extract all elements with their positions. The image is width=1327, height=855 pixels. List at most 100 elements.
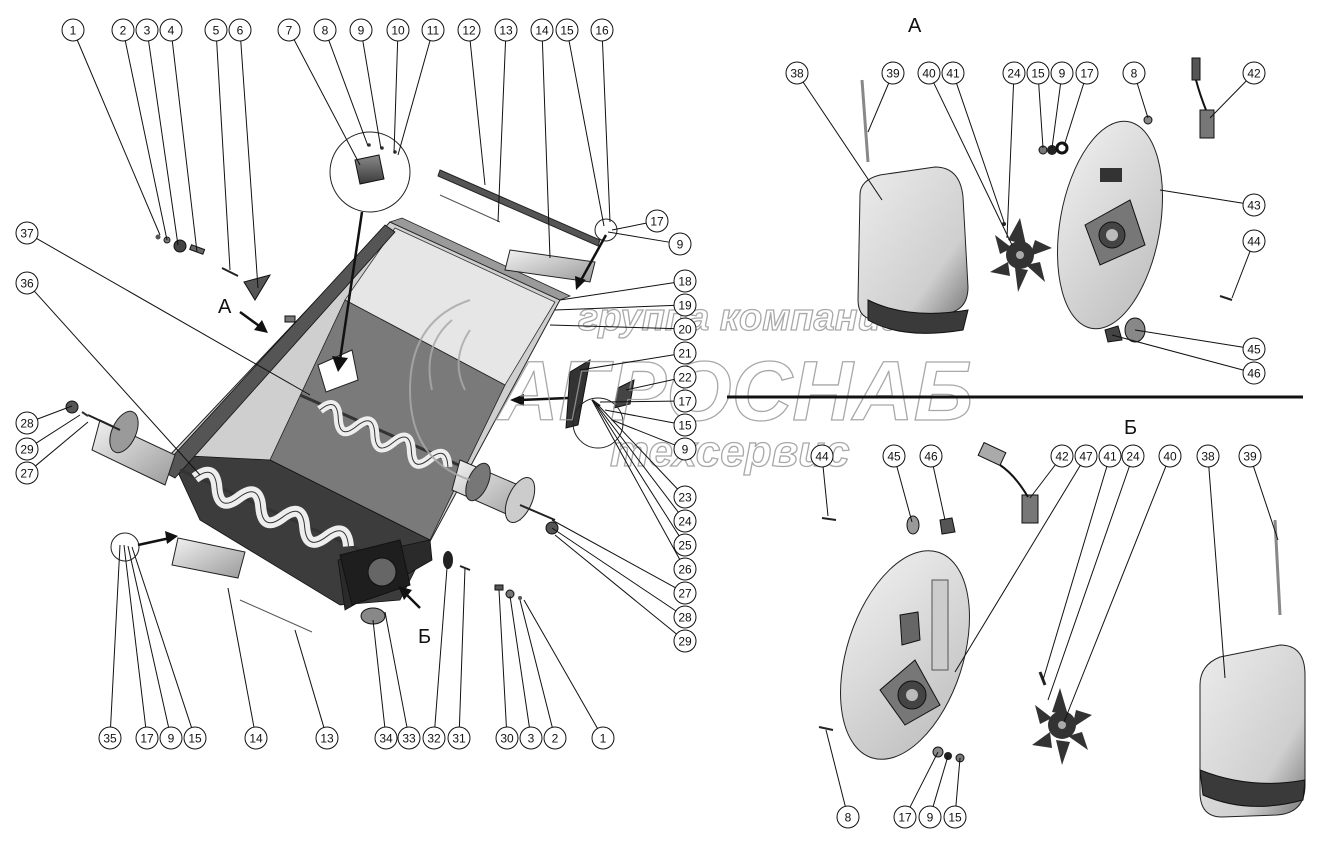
callout-number: 25 [678,539,692,553]
callout-circle [1242,361,1266,385]
callout-circle [917,61,941,85]
callout-number: 9 [1059,67,1066,81]
arrow-b-label: Б [418,626,431,648]
callout-circle [183,726,207,750]
callout-circle [673,629,697,653]
callout-circle [374,726,398,750]
leader-line [1134,329,1244,348]
callout-view_a-4: 41 [941,61,965,85]
callout-circle [1075,61,1099,85]
callout-main-38: 27 [15,461,39,485]
leader-line [1209,80,1247,119]
leader-line [591,399,681,560]
callout-circle [1026,61,1050,85]
callout-number: 14 [249,732,263,746]
callout-main-30: 26 [673,557,697,581]
callout-number: 13 [499,24,513,38]
callout-number: 15 [560,24,574,38]
callout-main-5: 5 [204,18,228,42]
callout-main-46: 33 [397,726,421,750]
leader-line [124,40,168,241]
callout-main-10: 10 [386,18,410,42]
callout-circle [386,18,410,42]
callout-number: 6 [237,24,244,38]
callout-circle [673,485,697,509]
leader-line [1029,464,1056,499]
callout-main-2: 2 [111,18,135,42]
leader-line [933,82,1013,246]
callout-view_a-13: 45 [1242,337,1266,361]
leader-line [554,304,675,311]
callout-main-28: 24 [673,509,697,533]
callout-number: 45 [1247,343,1261,357]
sensor-42-a [1191,57,1215,139]
callout-circle [1242,61,1266,85]
leader-line [294,629,325,728]
callout-circle [918,805,942,829]
callout-circle [673,389,697,413]
leader-line [541,40,551,259]
strip-arrow [510,394,569,406]
leader-line [597,404,678,490]
leader-line [1253,466,1279,541]
rail-12 [437,169,601,247]
callout-main-41: 9 [159,726,183,750]
callout-number: 9 [168,732,175,746]
leader-line [551,519,676,589]
callout-number: 22 [678,371,692,385]
leader-line [148,40,179,246]
callout-main-51: 2 [543,726,567,750]
callout-main-26: 9 [673,437,697,461]
callout-circle [228,18,252,42]
callout-number: 17 [650,215,664,229]
callout-number: 3 [528,732,535,746]
callout-number: 34 [379,732,393,746]
callout-number: 36 [20,277,34,291]
callout-view_a-7: 9 [1050,61,1074,85]
callout-number: 40 [1163,450,1177,464]
callout-number: 24 [678,515,692,529]
leader-line [802,81,883,201]
callout-view_b-7: 24 [1121,444,1145,468]
leader-line [458,567,466,728]
callout-circle [1158,444,1182,468]
callout-main-9: 9 [349,18,373,42]
leader-line [372,619,386,728]
leader-line [1063,466,1167,723]
callout-circle [673,557,697,581]
callout-circle [313,18,337,42]
callout-circle [941,61,965,85]
callout-view_b-8: 40 [1158,444,1182,468]
callout-number: 29 [678,635,692,649]
callout-number: 37 [20,227,34,241]
leader-line [611,222,647,231]
sensor-42-b [977,441,1039,524]
callout-circle [673,581,697,605]
callout-main-25: 15 [673,413,697,437]
callout-circle [673,509,697,533]
callout-view_a-3: 40 [917,61,941,85]
callout-main-36: 28 [15,411,39,435]
flange-b [840,550,970,760]
callout-number: 20 [678,323,692,337]
callout-number: 7 [286,24,293,38]
leader-line [397,40,431,156]
callout-circle [591,726,615,750]
callout-number: 24 [1126,450,1140,464]
callout-number: 17 [140,732,154,746]
callout-main-29: 25 [673,533,697,557]
leader-line [601,40,611,223]
rod-39-a [860,79,870,163]
callout-circle [457,18,481,42]
callout-main-21: 20 [673,317,697,341]
callout-number: 15 [1031,67,1045,81]
callout-main-19: 18 [673,269,697,293]
callout-number: 38 [1201,450,1215,464]
leader-line [131,546,193,728]
callout-circle [349,18,373,42]
callout-view_a-12: 44 [1242,229,1266,253]
callout-circle [397,726,421,750]
bracket-46-b [939,517,956,535]
gasket-45-b [906,515,920,535]
callout-number: 46 [1247,367,1261,381]
